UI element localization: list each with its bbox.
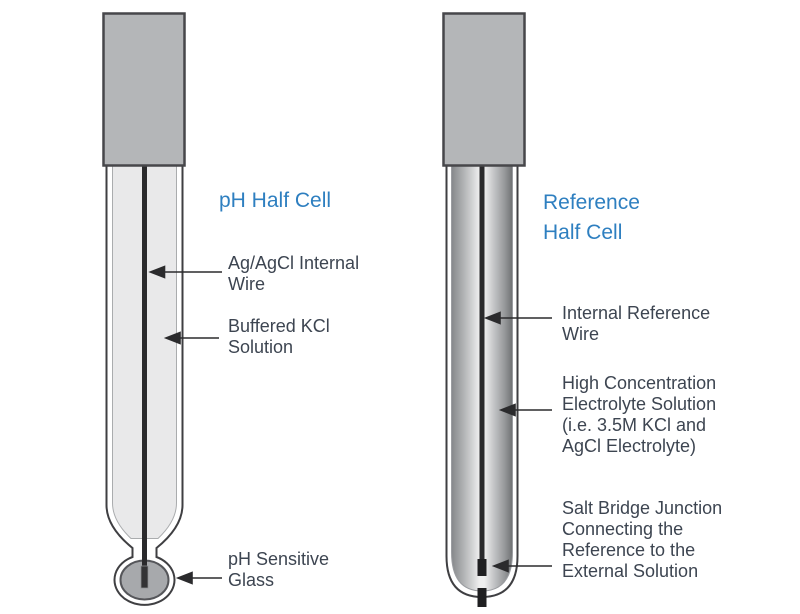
arrow-buffered-kcl-icon [163,331,219,345]
ph-half-cell-figure [102,12,186,606]
ref-internal-wire-label: Internal Reference Wire [562,303,711,344]
reference-half-cell-title: Reference Half Cell [543,191,640,244]
ph-internal-wire-label: Ag/AgCl Internal Wire [228,253,360,294]
ph-sensitive-glass-label: pH Sensitive Glass [228,549,330,590]
ref-electrolyte-label: High Concentration Electrolyte Solution … [562,373,717,456]
reference-half-cell-figure [442,12,526,607]
salt-bridge-bottom-stub [477,588,487,607]
callout-arrows [148,265,552,585]
salt-bridge-label: Salt Bridge Junction Connecting the Refe… [562,498,723,581]
buffered-kcl-label: Buffered KCl Solution [228,316,330,357]
arrow-ph-internal-wire-icon [148,265,222,279]
ref-cell-cap [442,12,526,167]
ph-internal-wire [142,160,147,570]
ph-half-cell-title: pH Half Cell [219,189,332,212]
ph-cell-cap [102,12,186,167]
arrow-ref-internal-wire-icon [483,311,552,325]
salt-bridge-junction [477,559,487,576]
arrow-ph-glass-icon [175,571,222,585]
arrow-ref-electrolyte-icon [498,403,552,417]
ref-internal-wire [479,160,485,560]
ph-internal-wire-tip [140,565,149,589]
arrow-salt-bridge-icon [491,559,552,573]
